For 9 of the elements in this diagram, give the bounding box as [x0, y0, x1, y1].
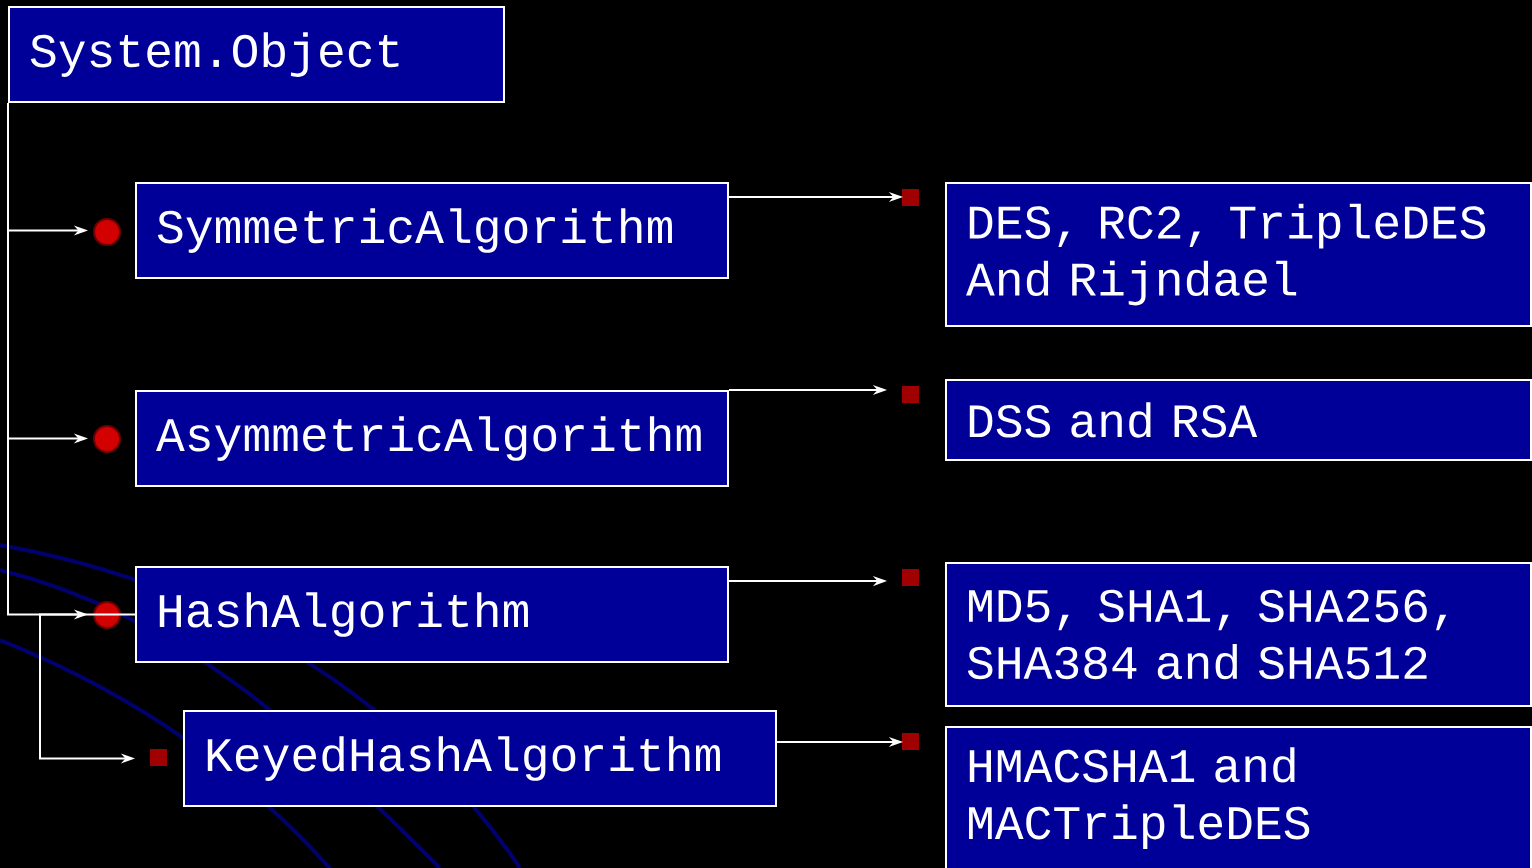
class-box: DES, RC2, TripleDES And Rijndael — [945, 182, 1532, 327]
class-box: System.Object — [8, 6, 505, 103]
class-box: DSS and RSA — [945, 379, 1532, 461]
class-box: MD5, SHA1, SHA256, SHA384 and SHA512 — [945, 562, 1532, 707]
class-box: KeyedHashAlgorithm — [183, 710, 777, 807]
class-box: SymmetricAlgorithm — [135, 182, 729, 279]
class-box: AsymmetricAlgorithm — [135, 390, 729, 487]
class-box: HMACSHA1 and MACTripleDES — [945, 726, 1532, 868]
class-box: HashAlgorithm — [135, 566, 729, 663]
